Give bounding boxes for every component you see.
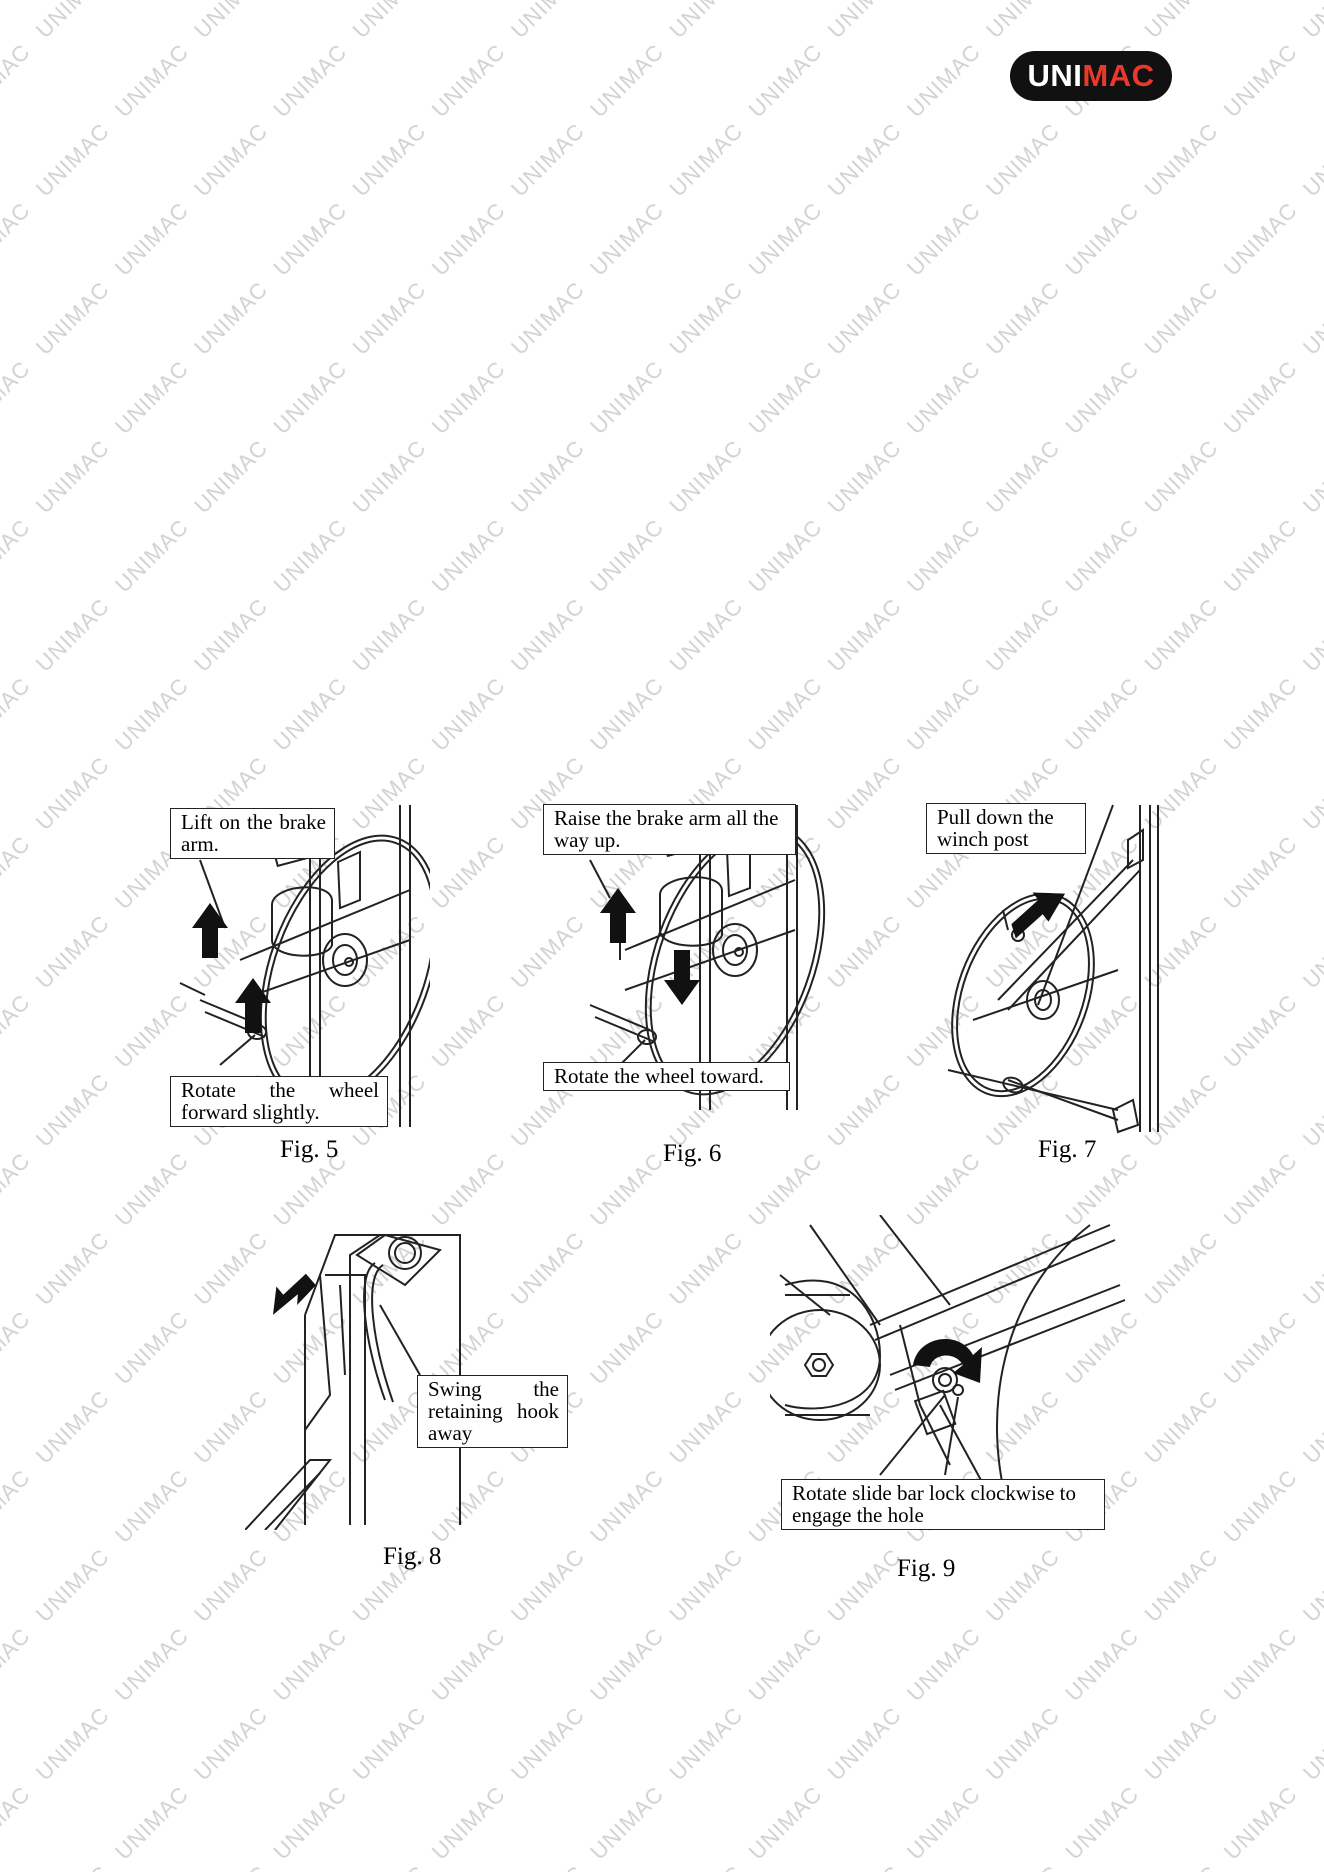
fig6-caption: Fig. 6 <box>663 1140 721 1168</box>
fig9-callout-rotate-slide-bar-lock: Rotate slide bar lock clockwise to engag… <box>781 1479 1105 1530</box>
fig6-callout-rotate-wheel: Rotate the wheel toward. <box>543 1062 790 1091</box>
fig5-callout-rotate-wheel: Rotate the wheel forward slightly. <box>170 1076 388 1127</box>
figure-5: Lift on the brake arm. Rotate the wheel … <box>160 800 430 1140</box>
figure-9: Rotate slide bar lock clockwise to engag… <box>770 1215 1130 1590</box>
fig6-callout-raise-brake-arm: Raise the brake arm all the way up. <box>543 804 796 855</box>
figure-7: Pull down the winch post Fig. 7 <box>918 800 1183 1170</box>
figure-8: Swing the retaining hook away Fig. 8 <box>245 1215 585 1575</box>
fig9-caption: Fig. 9 <box>897 1555 955 1583</box>
fig7-callout-pull-down-winch-post: Pull down the winch post <box>926 803 1086 854</box>
figure-6: Raise the brake arm all the way up. Rota… <box>535 800 835 1170</box>
fig8-callout-swing-retaining-hook: Swing the retaining hook away <box>417 1375 568 1448</box>
fig5-caption: Fig. 5 <box>280 1136 338 1164</box>
fig8-caption: Fig. 8 <box>383 1543 441 1571</box>
fig7-caption: Fig. 7 <box>1038 1136 1096 1164</box>
fig5-callout-lift-brake-arm: Lift on the brake arm. <box>170 808 335 859</box>
fig8-retaining-hook-illustration <box>245 1215 585 1530</box>
